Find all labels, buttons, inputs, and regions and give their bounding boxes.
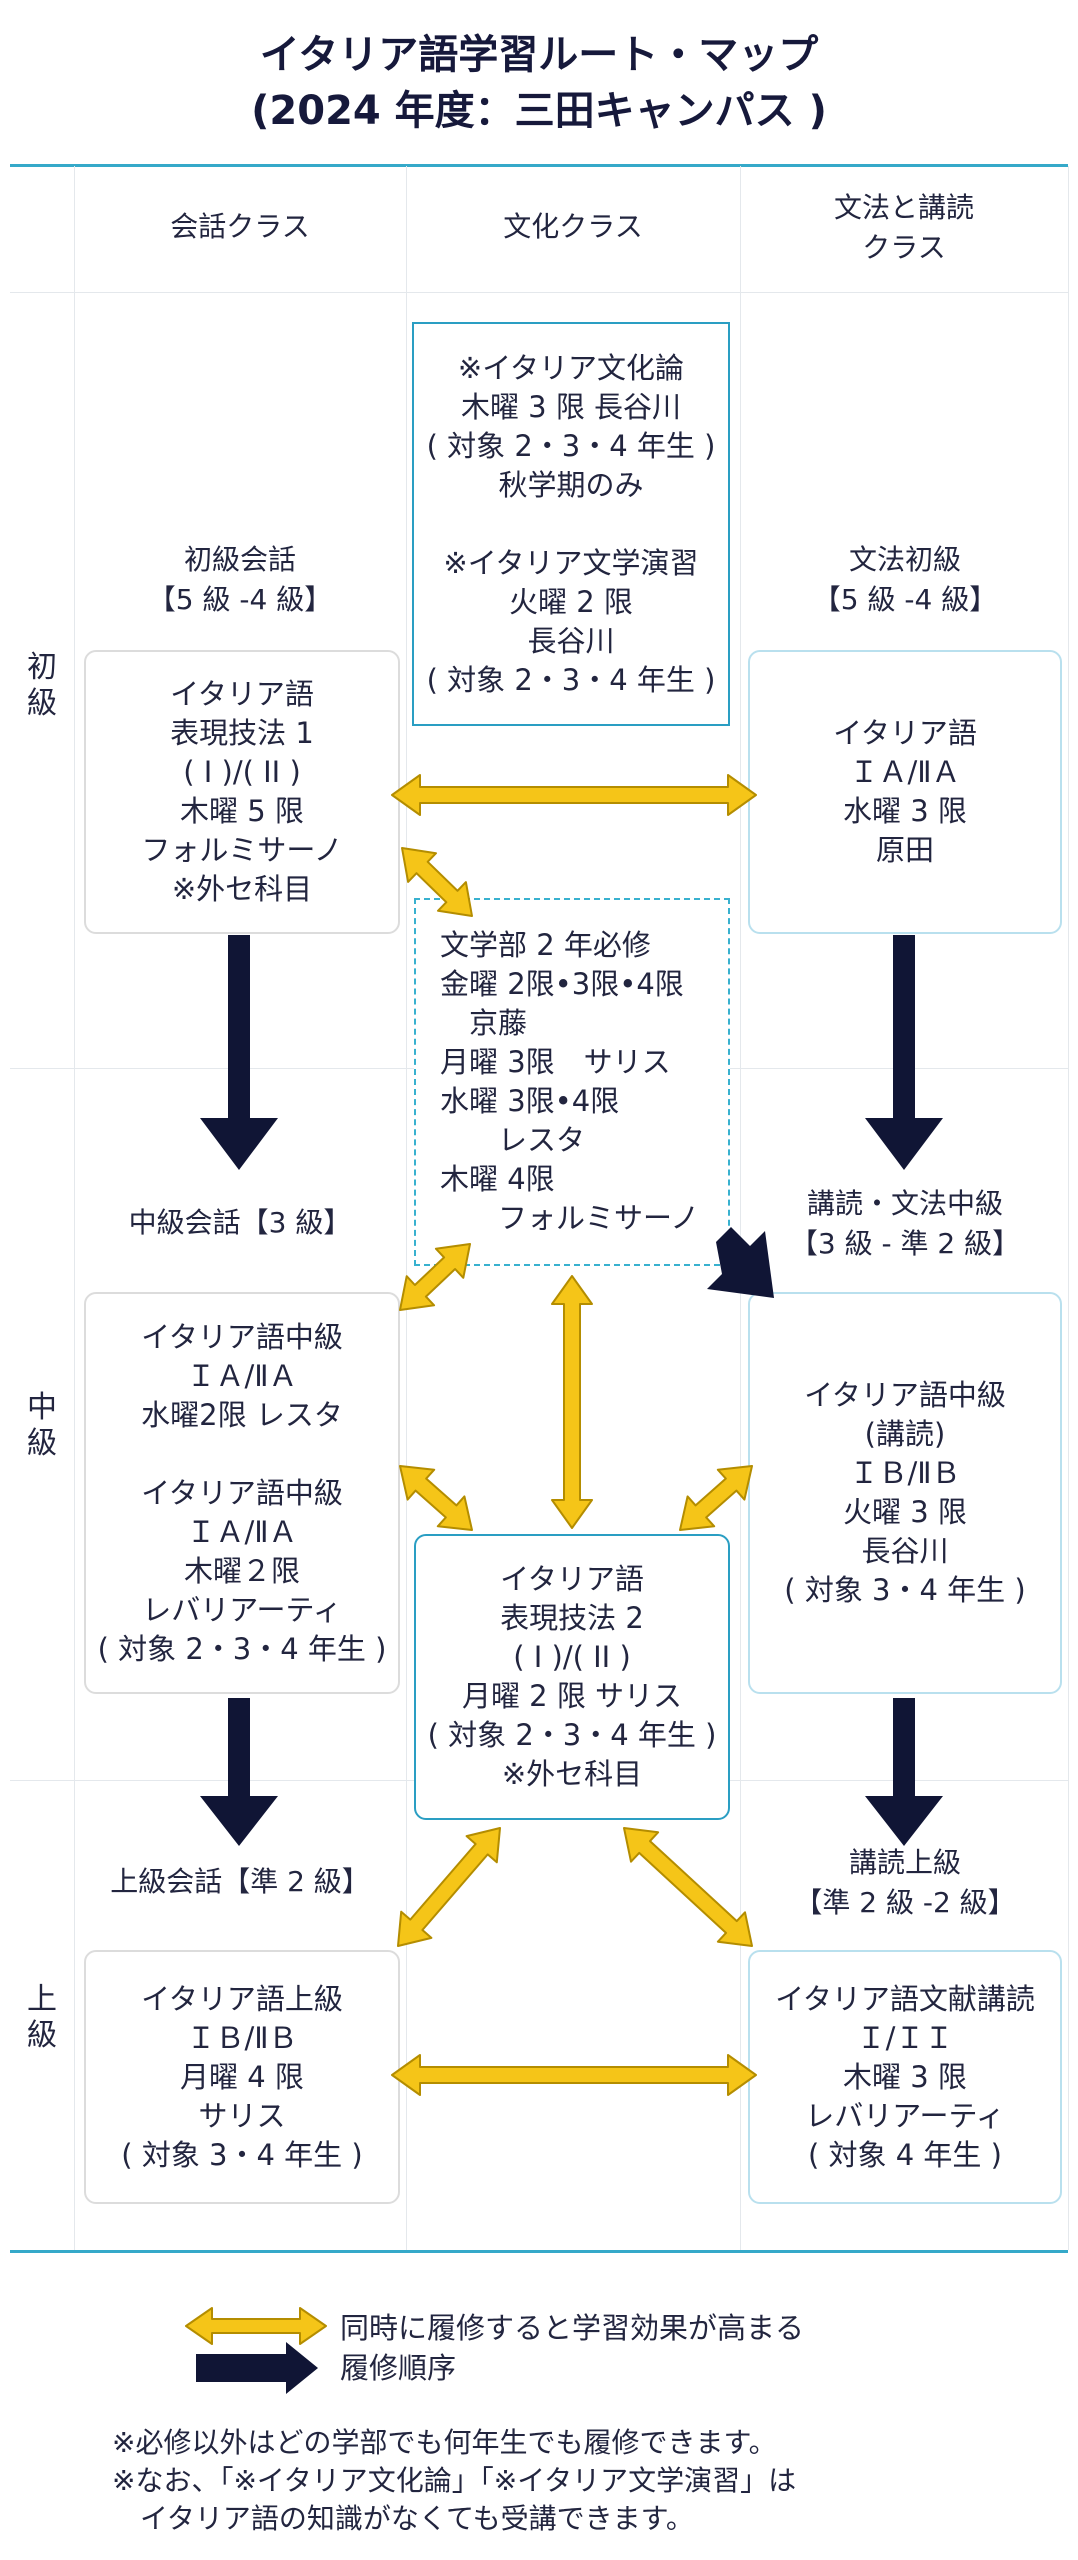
legend-double-arrow-text: 同時に履修すると学習効果が高まる: [340, 2311, 805, 2345]
level-label-advanced: 上 級: [27, 1982, 57, 2053]
header-divider: [10, 292, 1068, 293]
column-divider-1: [406, 166, 407, 2250]
column-header-culture: 文化クラス: [503, 210, 643, 243]
column-divider-3: [1068, 166, 1069, 2250]
column-header-grammar: 文法と講読 クラス: [833, 191, 974, 264]
label-conversation-advanced: 上級会話【準 2 級】: [110, 1865, 370, 1898]
level-label-intermediate: 中 級: [27, 1390, 57, 1461]
label-conversation-intermediate: 中級会話【3 級】: [128, 1206, 352, 1239]
note-line-1: ※必修以外はどの学部でも何年生でも履修できます。: [112, 2426, 777, 2459]
course-box-culture-electives: ※イタリア文化論 木曜 3 限 長谷川 ( 対象 2・3・4 年生 ) 秋学期の…: [412, 322, 730, 726]
label-conversation-beginner: 初級会話 【5 級 -4 級】: [147, 543, 333, 616]
synergy-arrows: [391, 774, 757, 2096]
page-subtitle: (2024 年度：三田キャンパス ): [251, 88, 827, 134]
note-line-3: イタリア語の知識がなくても受講できます。: [112, 2502, 694, 2535]
course-box-expression-1: イタリア語 表現技法 1 ( I )/( II ) 木曜 5 限 フォルミサーノ…: [84, 650, 400, 934]
synergy-arrow-expr2-conv-advanced: [397, 1827, 501, 1947]
legend-single-arrow-text: 履修順序: [340, 2351, 457, 2385]
column-divider-0: [74, 166, 75, 2250]
order-arrow-conversation-2: [200, 1698, 278, 1846]
legend-yellow-arrow: [185, 2307, 327, 2345]
label-grammar-advanced: 講読上級 【準 2 級 -2 級】: [794, 1846, 1016, 1919]
column-divider-2: [740, 166, 741, 2250]
course-box-reading-advanced: イタリア語文献講読 Ｉ/ＩＩ 木曜 3 限 レバリアーティ ( 対象 4 年生 …: [748, 1950, 1062, 2204]
page-title: イタリア語学習ルート・マップ: [259, 32, 819, 78]
table-bottom-border: [10, 2250, 1068, 2253]
course-order-arrows: [200, 935, 943, 1846]
synergy-arrow-expr1-grammar-beginner: [391, 774, 757, 816]
course-box-expression-2: イタリア語 表現技法 2 ( I )/( II ) 月曜 2 限 サリス ( 対…: [414, 1534, 730, 1820]
level-label-beginner: 初 級: [27, 650, 57, 721]
order-arrow-grammar-1: [865, 935, 943, 1170]
synergy-arrow-conv-advanced-reading-advanced: [391, 2054, 757, 2096]
course-box-required: 文学部 2 年必修 金曜 2限•3限•4限 京藤 月曜 3限 サリス 水曜 3限…: [414, 898, 730, 1266]
synergy-arrow-expr1-required: [401, 847, 473, 917]
synergy-arrow-conv-intermediate-expr2: [399, 1465, 473, 1531]
course-box-reading-intermediate: イタリア語中級 (講読) ＩＢ/ⅡＢ 火曜 3 限 長谷川 ( 対象 3・4 年…: [748, 1292, 1062, 1694]
legend-arrows: [185, 2307, 327, 2394]
note-line-2: ※なお、「※イタリア文化論」「※イタリア文学演習」は: [112, 2464, 797, 2497]
label-grammar-beginner: 文法初級 【5 級 -4 級】: [812, 543, 998, 616]
synergy-arrow-expr2-reading-advanced: [623, 1827, 753, 1947]
column-header-conversation: 会話クラス: [170, 210, 310, 243]
order-arrow-grammar-2: [865, 1698, 943, 1846]
course-box-conversation-intermediate: イタリア語中級 ＩＡ/ⅡＡ 水曜2限 レスタ イタリア語中級 ＩＡ/ⅡＡ 木曜２…: [84, 1292, 400, 1694]
order-arrow-conversation-1: [200, 935, 278, 1170]
synergy-arrow-required-expr2: [551, 1275, 593, 1529]
label-grammar-intermediate: 講読・文法中級 【3 級 - 準 2 級】: [789, 1187, 1021, 1260]
table-top-border: [10, 164, 1068, 167]
course-box-grammar-beginner: イタリア語 ＩＡ/ⅡＡ 水曜 3 限 原田: [748, 650, 1062, 934]
legend-navy-arrow: [196, 2342, 318, 2394]
synergy-arrow-reading-intermediate-expr2: [679, 1465, 753, 1531]
synergy-arrow-required-conv-intermediate: [399, 1243, 471, 1311]
order-arrow-required-to-reading: [707, 1227, 774, 1298]
